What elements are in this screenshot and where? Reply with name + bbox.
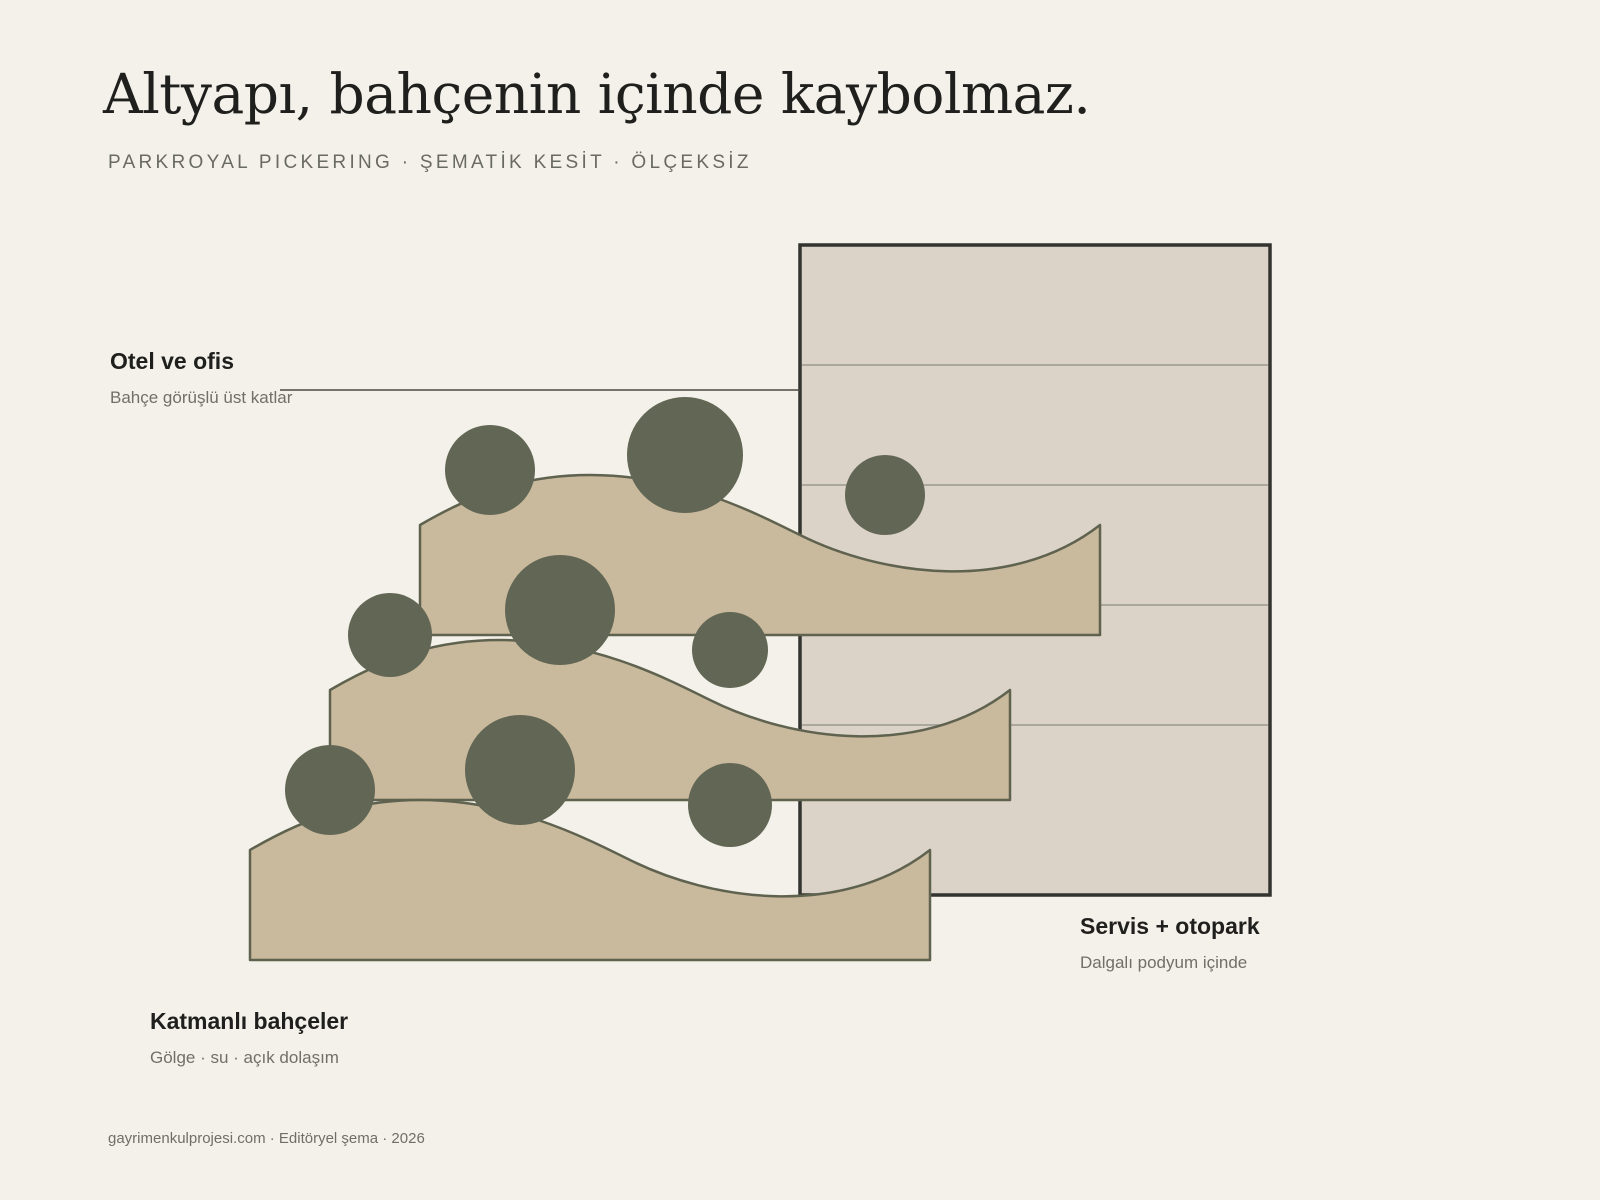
page-title: Altyapı, bahçenin içinde kaybolmaz. bbox=[103, 62, 1091, 126]
service-parking-title: Servis + otopark bbox=[1080, 913, 1260, 939]
tree-canopy bbox=[627, 397, 743, 513]
tree-canopy bbox=[692, 612, 768, 688]
hotel-office-subtitle: Bahçe görüşlü üst katlar bbox=[110, 388, 293, 407]
page-subtitle: PARKROYAL PICKERING · ŞEMATİK KESİT · ÖL… bbox=[108, 152, 752, 173]
tree-canopy bbox=[285, 745, 375, 835]
tree-canopy bbox=[688, 763, 772, 847]
tree-canopy bbox=[505, 555, 615, 665]
hotel-office-label: Otel ve ofis Bahçe görüşlü üst katlar bbox=[110, 348, 292, 408]
hotel-office-title: Otel ve ofis bbox=[110, 348, 234, 374]
service-parking-subtitle: Dalgalı podyum içinde bbox=[1080, 953, 1248, 972]
tree-canopy bbox=[845, 455, 925, 535]
layered-gardens-label: Katmanlı bahçeler Gölge · su · açık dola… bbox=[150, 1008, 348, 1068]
service-parking-label: Servis + otopark Dalgalı podyum içinde bbox=[1080, 913, 1260, 973]
tree-canopy bbox=[348, 593, 432, 677]
tree-canopy bbox=[445, 425, 535, 515]
tree-canopy bbox=[465, 715, 575, 825]
footer-credit: gayrimenkulprojesi.com · Editöryel şema … bbox=[108, 1130, 425, 1147]
layered-gardens-title: Katmanlı bahçeler bbox=[150, 1008, 349, 1034]
layered-gardens-subtitle: Gölge · su · açık dolaşım bbox=[150, 1048, 339, 1067]
